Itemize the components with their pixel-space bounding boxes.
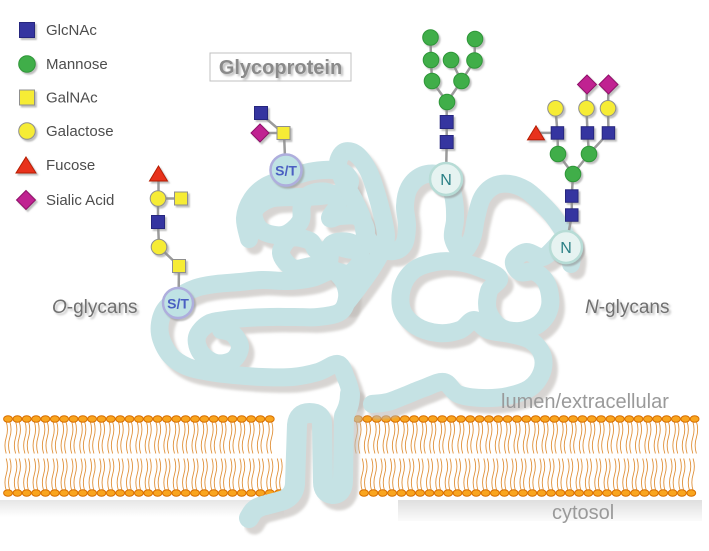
svg-text:Mannose: Mannose [46, 56, 108, 73]
svg-text:Galactose: Galactose [46, 123, 114, 140]
svg-text:O-glycans: O-glycans [52, 297, 138, 318]
svg-text:cytosol: cytosol [552, 502, 614, 524]
svg-text:S/T: S/T [275, 163, 297, 179]
svg-text:S/T: S/T [167, 296, 189, 312]
svg-text:Fucose: Fucose [46, 157, 95, 174]
svg-text:GlcNAc: GlcNAc [46, 22, 97, 39]
svg-text:Sialic Acid: Sialic Acid [46, 192, 114, 209]
svg-text:N: N [560, 240, 572, 257]
svg-text:N-glycans: N-glycans [585, 297, 669, 318]
svg-text:lumen/extracellular: lumen/extracellular [501, 391, 669, 413]
svg-text:GalNAc: GalNAc [46, 90, 98, 107]
svg-text:Glycoprotein: Glycoprotein [219, 57, 342, 79]
svg-text:N: N [440, 172, 452, 189]
